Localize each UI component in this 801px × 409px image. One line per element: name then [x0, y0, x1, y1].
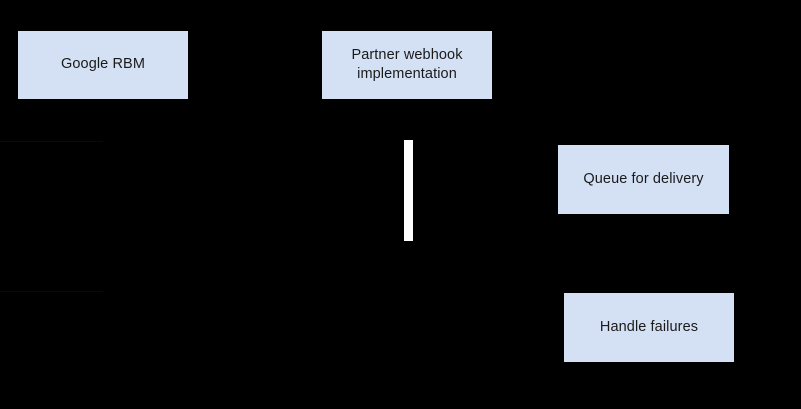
node-google-rbm[interactable]: Google RBM: [18, 31, 188, 99]
vertical-white-connector: [404, 140, 413, 241]
node-partner-webhook-implementation[interactable]: Partner webhook implementation: [322, 31, 492, 99]
node-queue-for-delivery-label: Queue for delivery: [583, 170, 704, 187]
node-google-rbm-label: Google RBM: [60, 56, 145, 73]
node-handle-failures[interactable]: Handle failures: [564, 293, 734, 362]
node-handle-failures-label: Handle failures: [599, 318, 699, 335]
lower-left-dark-connector: [0, 291, 103, 292]
upper-left-dark-connector: [0, 141, 103, 142]
node-partner-webhook-implementation-label: Partner webhook implementation: [351, 46, 463, 82]
node-queue-for-delivery[interactable]: Queue for delivery: [558, 145, 729, 214]
